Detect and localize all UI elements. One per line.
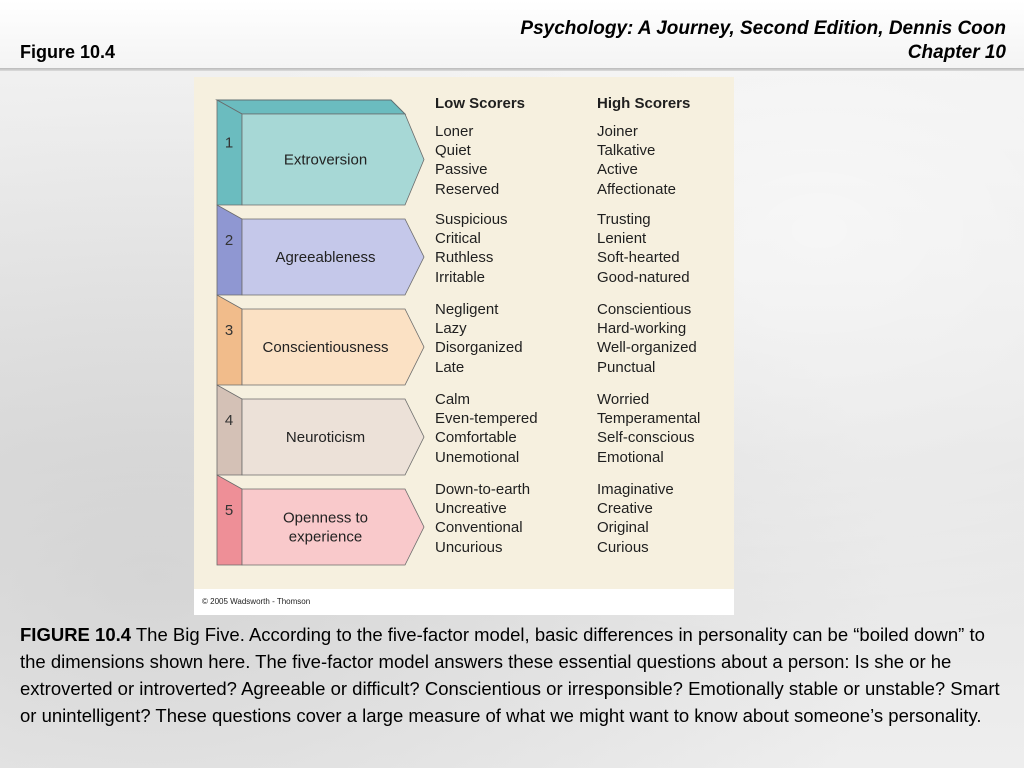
factor-top-face: [215, 99, 407, 115]
low-trait: Uncreative: [435, 500, 507, 518]
high-trait: Curious: [597, 538, 649, 556]
low-trait: Loner: [435, 123, 474, 140]
high-trait: Emotional: [597, 448, 664, 466]
factor-number: 2: [225, 232, 233, 249]
low-trait: Calm: [435, 391, 471, 408]
high-trait: Lenient: [597, 230, 647, 248]
factor-arrow: [241, 488, 425, 566]
factor-arrow: [241, 398, 425, 476]
factor-side-face: [216, 99, 243, 206]
low-trait: Quiet: [435, 142, 471, 160]
high-trait: Good-natured: [597, 268, 690, 286]
high-trait: Conscientious: [597, 301, 692, 318]
figure-caption: FIGURE 10.4 The Big Five. According to t…: [20, 621, 1010, 729]
factor-band-5: 5 Openness to experience: [216, 474, 425, 566]
factor-arrows: 1Extroversion2Agreeableness3Conscientiou…: [215, 99, 425, 566]
high-scorers-header: High Scorers: [597, 95, 691, 112]
factor-number: 3: [225, 322, 233, 339]
header-divider: [0, 68, 1024, 71]
factor-name: Conscientiousness: [263, 339, 389, 356]
high-trait: Worried: [597, 391, 650, 408]
low-trait: Disorganized: [435, 339, 523, 357]
book-title-line-2: Chapter 10: [907, 42, 1006, 63]
factor-name: Agreeableness: [275, 249, 375, 266]
factor-number: 4: [225, 412, 233, 429]
high-trait: Affectionate: [597, 180, 676, 198]
high-trait: Punctual: [597, 358, 656, 376]
low-trait: Comfortable: [435, 429, 517, 447]
factor-number: 5: [225, 502, 233, 519]
low-trait: Down-to-earth: [435, 481, 531, 498]
header-bar: [0, 0, 1024, 68]
factor-arrow: [241, 113, 425, 206]
factor-side-face: [216, 384, 243, 476]
caption-label: FIGURE 10.4: [20, 624, 132, 645]
factor-arrow: [241, 308, 425, 386]
high-trait: Joiner: [597, 123, 638, 140]
low-trait: Critical: [435, 230, 481, 248]
copyright-notice: © 2005 Wadsworth - Thomson: [202, 597, 311, 606]
factor-side-face: [216, 204, 243, 296]
high-trait: Temperamental: [597, 410, 701, 428]
factor-name: experience: [289, 529, 362, 546]
low-trait: Late: [435, 358, 465, 376]
low-trait: Even-tempered: [435, 410, 538, 428]
book-title-line-1: Psychology: A Journey, Second Edition, D…: [520, 18, 1006, 39]
high-trait: Soft-hearted: [597, 249, 680, 267]
low-trait: Negligent: [435, 301, 499, 318]
high-trait: Hard-working: [597, 320, 687, 338]
figure-label: Figure 10.4: [20, 42, 116, 62]
high-trait: Imaginative: [597, 481, 674, 498]
factor-name: Extroversion: [284, 152, 367, 169]
low-trait: Passive: [435, 161, 488, 179]
factor-name: Openness to: [283, 510, 368, 527]
high-trait: Trusting: [597, 211, 651, 228]
low-trait: Ruthless: [435, 249, 494, 267]
low-trait: Lazy: [435, 320, 467, 338]
high-trait: Well-organized: [597, 339, 697, 357]
low-trait: Conventional: [435, 519, 523, 537]
factor-arrow: [241, 218, 425, 296]
low-trait: Reserved: [435, 180, 500, 198]
low-trait: Uncurious: [435, 538, 503, 556]
factor-side-face: [216, 474, 243, 566]
high-trait: Talkative: [597, 142, 656, 160]
high-trait: Active: [597, 161, 638, 179]
high-trait: Self-conscious: [597, 429, 695, 447]
high-trait: Original: [597, 519, 649, 537]
low-trait: Unemotional: [435, 448, 520, 466]
low-scorers-header: Low Scorers: [435, 95, 526, 112]
factor-name: Neuroticism: [286, 429, 365, 446]
caption-text: The Big Five. According to the five-fact…: [20, 624, 1000, 726]
book-title: Psychology: A Journey, Second Edition, D…: [520, 17, 1006, 65]
high-trait: Creative: [597, 500, 653, 518]
factor-side-face: [216, 294, 243, 386]
low-trait: Suspicious: [435, 211, 508, 228]
factor-number: 1: [225, 135, 233, 152]
low-trait: Irritable: [435, 268, 486, 286]
